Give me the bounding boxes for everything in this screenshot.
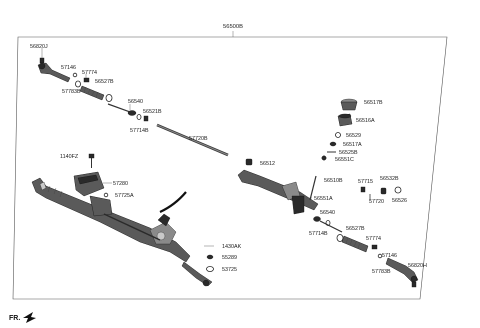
nut-57774-right <box>371 244 378 250</box>
label-56512: 56512 <box>260 161 275 167</box>
label-53725: 53725 <box>222 267 237 273</box>
steering-gear-housing-left <box>31 171 213 287</box>
rack-bar-57720B <box>156 123 229 157</box>
nut-56551C <box>321 155 327 161</box>
label-56820J: 56820J <box>30 44 48 50</box>
label-57146-left: 57146 <box>61 65 76 71</box>
label-56551C: 56551C <box>335 157 354 163</box>
plug-56521B <box>143 115 149 122</box>
label-56526: 56526 <box>392 198 407 204</box>
label-57720: 57720 <box>369 199 384 205</box>
assembly-frame <box>12 36 448 300</box>
clip-57725A <box>103 192 109 198</box>
bush-56517A <box>329 141 337 147</box>
label-56529: 56529 <box>346 133 361 139</box>
label-57715: 57715 <box>358 179 373 185</box>
label-56517A: 56517A <box>343 142 362 148</box>
label-57783B-left: 57783B <box>62 89 81 95</box>
label-56540-left: 56540 <box>128 99 143 105</box>
cap-56512 <box>245 158 253 166</box>
clamp-57783B <box>75 80 81 88</box>
bellows-boot-right <box>341 235 369 253</box>
label-57725A: 57725A <box>115 193 134 199</box>
label-56527B-right: 56527B <box>346 226 365 232</box>
label-56820H: 56820H <box>408 263 427 269</box>
rack-housing-56510B <box>237 169 319 215</box>
tie-rod-end-right <box>385 257 419 288</box>
label-56527B-left: 56527B <box>95 79 114 85</box>
label-56516A: 56516A <box>356 118 375 124</box>
label-57783B-right: 57783B <box>372 269 391 275</box>
band-clip-left <box>105 94 113 102</box>
label-1430AK: 1430AK <box>222 244 242 250</box>
inner-tie-rod-left <box>107 103 137 116</box>
label-56525B: 56525B <box>339 150 358 156</box>
label-56517B: 56517B <box>364 100 383 106</box>
cover-56517B <box>340 98 358 111</box>
ring-56521B <box>136 114 142 120</box>
plug-56532B <box>380 187 387 195</box>
assembly-number: 56500B <box>223 24 243 30</box>
label-56540-right: 56540 <box>320 210 335 216</box>
label-56521B: 56521B <box>143 109 162 115</box>
clip-57146 <box>72 72 78 78</box>
tie-rod-end-left <box>37 57 71 83</box>
label-1140FZ: 1140FZ <box>60 154 79 160</box>
bellows-boot-left <box>79 85 105 101</box>
label-57714B-left: 57714B <box>130 128 149 134</box>
label-56551A: 56551A <box>314 196 333 202</box>
label-55289: 55289 <box>222 255 237 261</box>
band-clip-right <box>336 234 344 242</box>
callout-arc <box>159 191 187 213</box>
inner-tie-rod-right <box>313 216 343 233</box>
nut-57715 <box>360 186 366 193</box>
bolt-1140FZ <box>88 153 95 168</box>
label-57714B-right: 57714B <box>309 231 328 237</box>
ring-right <box>325 220 331 226</box>
clip-57146-right <box>377 253 383 259</box>
seal-53725 <box>206 266 214 272</box>
label-56510B: 56510B <box>324 178 343 184</box>
label-57774-left: 57774 <box>82 70 97 76</box>
front-arrow-icon <box>23 312 36 323</box>
front-label: FR. <box>9 315 20 322</box>
washer-55289 <box>206 254 214 260</box>
label-57146-right: 57146 <box>382 253 397 259</box>
label-57280: 57280 <box>113 181 128 187</box>
seal-56516A <box>337 113 353 127</box>
nut-57774 <box>83 77 90 83</box>
label-57720B: 57720B <box>189 136 208 142</box>
ring-56526 <box>394 186 402 194</box>
label-56532B: 56532B <box>380 176 399 182</box>
label-57774-right: 57774 <box>366 236 381 242</box>
oring-56529 <box>335 132 341 138</box>
